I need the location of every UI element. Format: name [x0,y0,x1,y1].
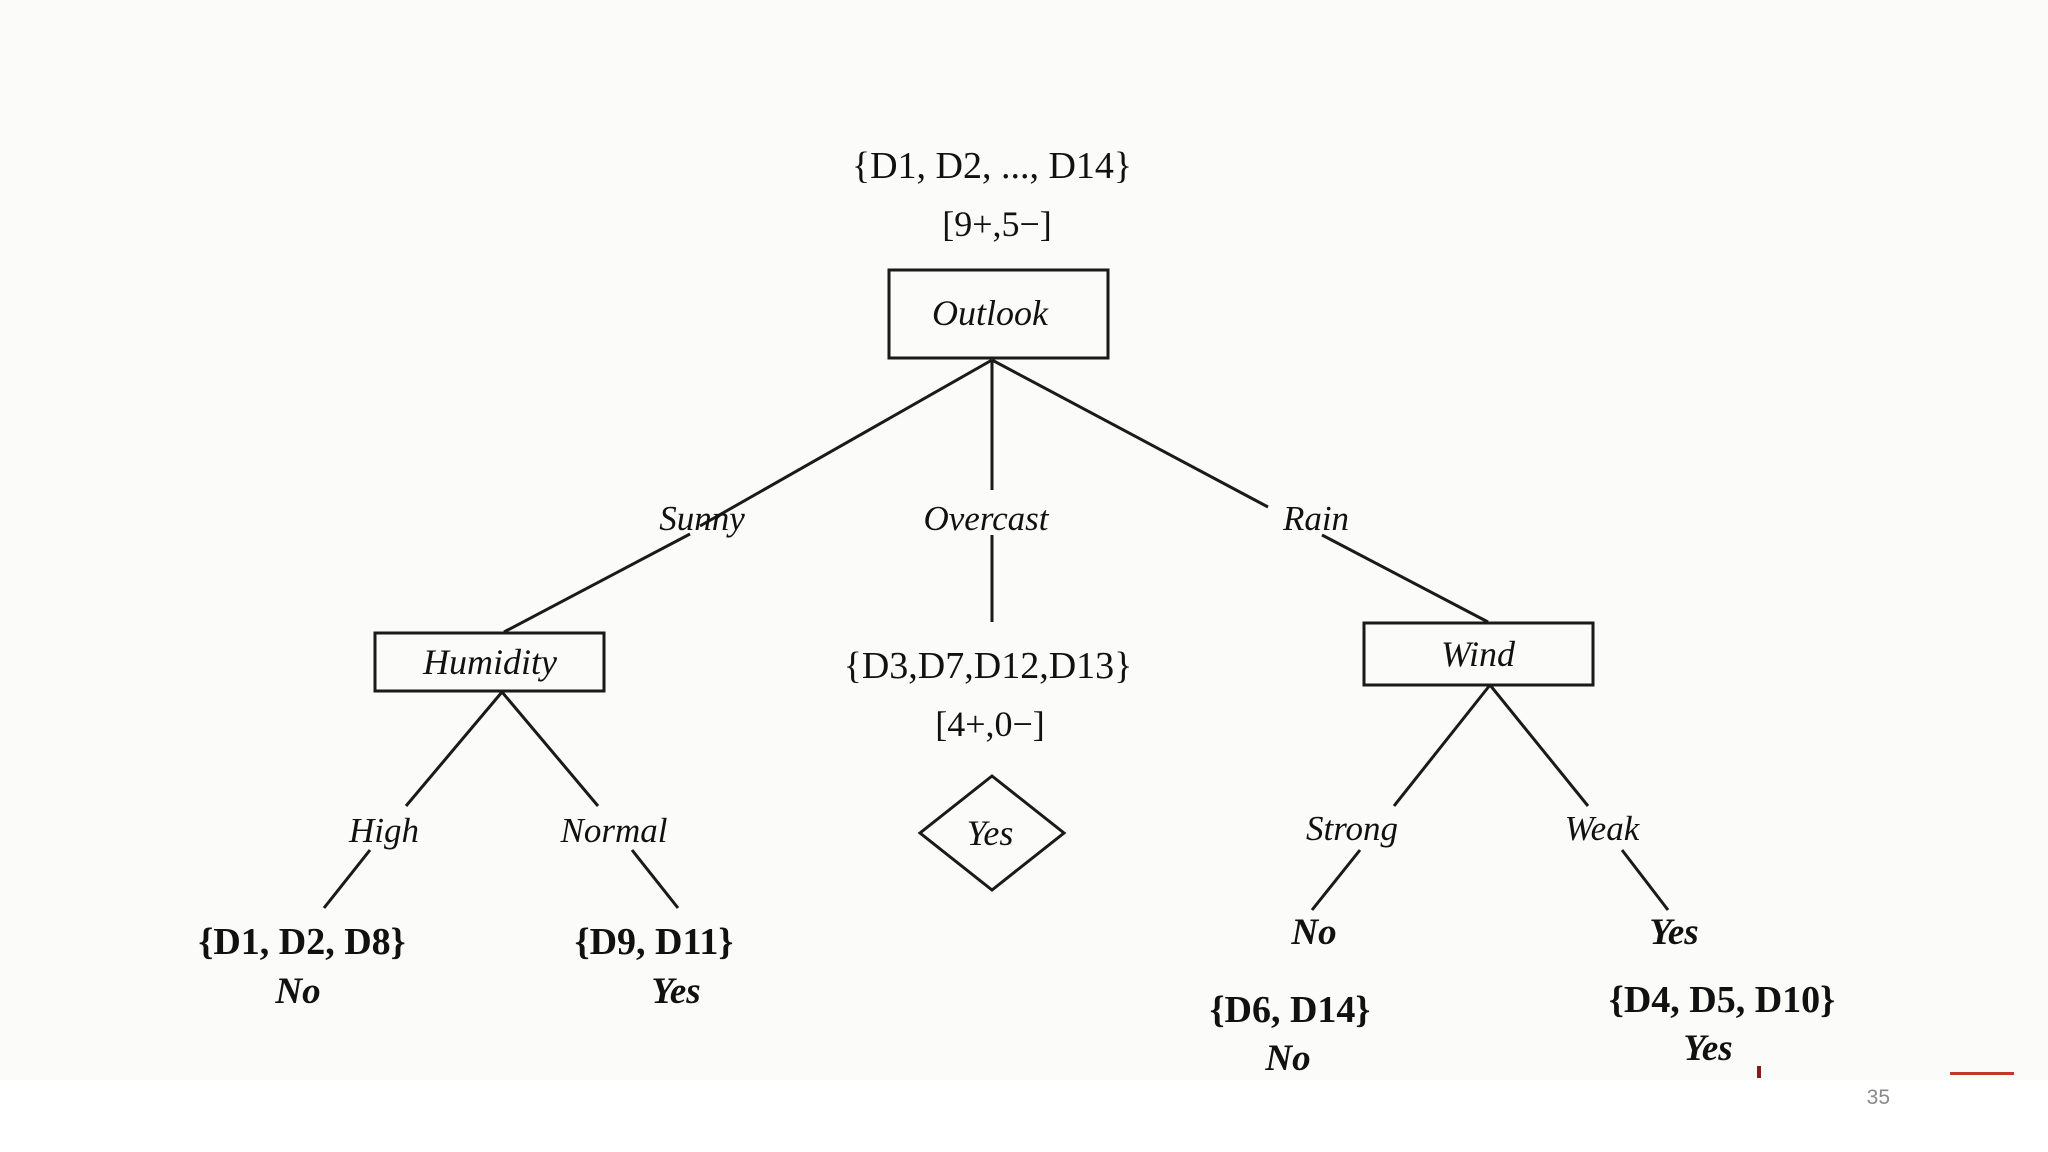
edge-outlook-rain [991,358,1269,509]
weak-example-set: {D4, D5, D10} [1609,979,1835,1021]
weak-decision: Yes [1683,1028,1732,1069]
high-example-set: {D1, D2, D8} [198,921,405,963]
edge-humidity-normal [500,691,600,807]
edge-humidity-high [404,691,504,807]
strong-decision: No [1264,1038,1310,1079]
branch-label-normal: Normal [560,811,668,850]
strong-leaf-label: No [1290,912,1336,953]
strong-example-set: {D6, D14} [1210,989,1371,1031]
root-class-counts: [9+,5−] [942,204,1052,244]
normal-example-set: {D9, D11} [575,921,734,963]
wind-node [1362,621,1595,687]
branch-label-sunny: Sunny [659,499,745,538]
footer-accent-line [1950,1072,2014,1075]
branch-label-overcast: Overcast [923,499,1049,538]
weak-leaf-label: Yes [1649,912,1698,953]
edge-outlook-sunny [699,358,993,528]
edge-strong-no [1310,849,1362,911]
high-decision: No [274,971,320,1012]
slide-tick-mark [1757,1066,1761,1078]
outlook-node [887,268,1110,360]
normal-decision: Yes [651,971,700,1012]
edge-wind-strong [1392,684,1492,807]
root-example-set: {D1, D2, ..., D14} [852,145,1132,187]
edge-high-leaf [322,849,372,909]
page-number: 35 [1866,1086,1890,1109]
edge-wind-weak [1488,684,1590,807]
edge-weak-yes [1620,849,1670,911]
edge-normal-leaf [630,849,680,909]
overcast-decision-label: Yes [967,813,1014,853]
slide-background [0,0,2048,1080]
branch-label-weak: Weak [1565,809,1641,848]
edge-rain-wind [1321,533,1489,624]
outlook-node-label: Outlook [932,293,1049,333]
branch-label-strong: Strong [1306,809,1398,848]
overcast-decision-diamond [917,774,1067,892]
edge-sunny-humidity [503,532,691,634]
overcast-class-counts: [4+,0−] [935,704,1045,744]
humidity-node [373,631,606,693]
overcast-example-set: {D3,D7,D12,D13} [844,645,1133,687]
branch-label-rain: Rain [1282,499,1349,538]
wind-node-label: Wind [1441,634,1516,674]
branch-label-high: High [348,811,419,850]
humidity-node-label: Humidity [422,642,557,682]
